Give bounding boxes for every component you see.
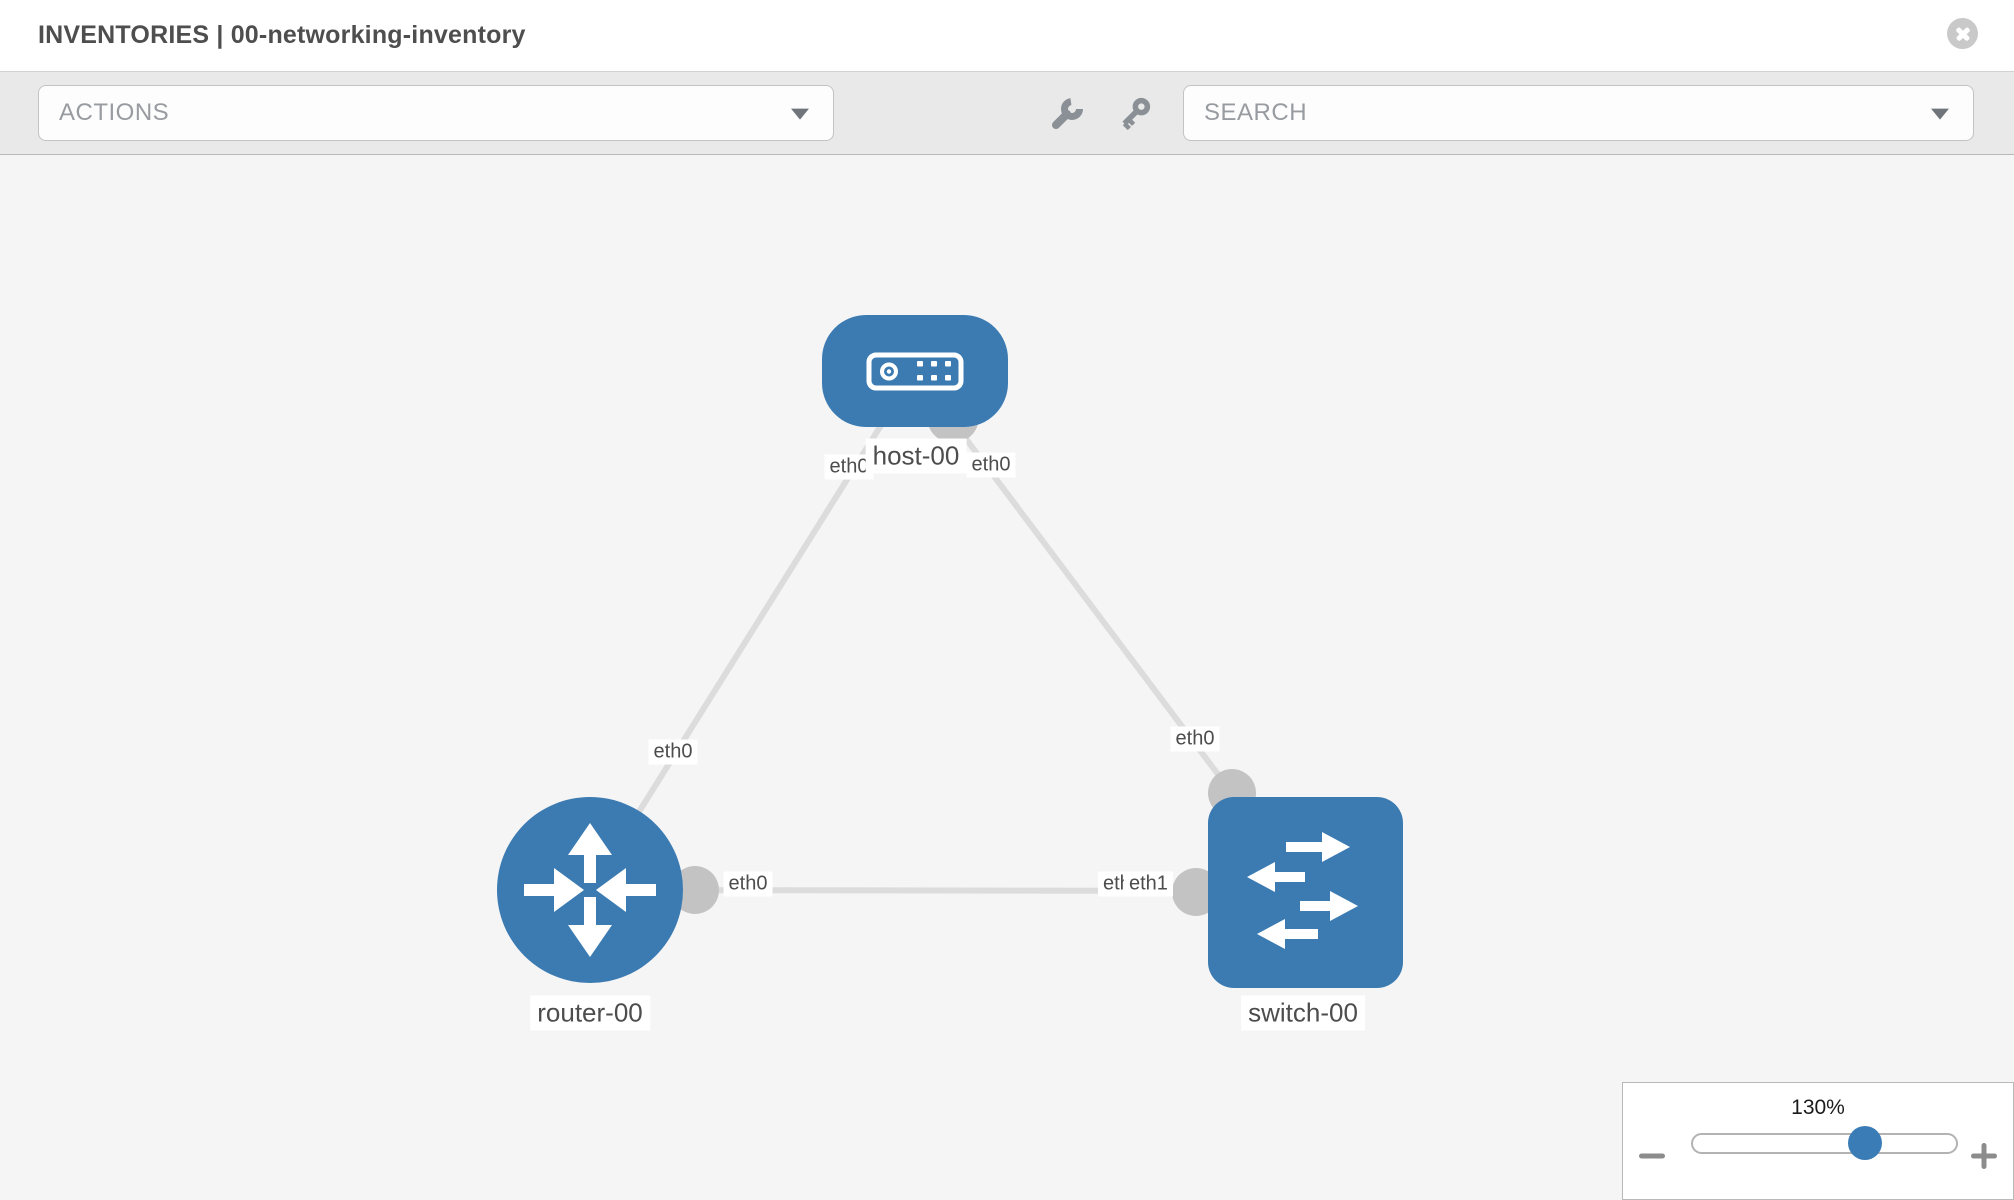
minus-icon [1639, 1153, 1665, 1159]
page-title: INVENTORIES | 00-networking-inventory [38, 21, 526, 49]
zoom-panel: 130% [1622, 1082, 2014, 1200]
iface-label-switch-eth1: eth1 [1124, 871, 1173, 897]
key-icon[interactable] [1118, 97, 1152, 131]
iface-label-router-eth0-uplink: eth0 [648, 739, 698, 765]
actions-dropdown-label: ACTIONS [59, 99, 170, 126]
host-icon [866, 352, 964, 391]
chevron-down-icon [1931, 108, 1949, 120]
zoom-in-button[interactable] [1971, 1143, 1997, 1169]
zoom-out-button[interactable] [1639, 1143, 1665, 1169]
iface-label-switch-eth0: eth0 [1170, 726, 1220, 752]
search-dropdown-label: SEARCH [1204, 99, 1308, 126]
node-label-router-00: router-00 [530, 995, 650, 1031]
switch-icon [1247, 832, 1358, 949]
titlebar: INVENTORIES | 00-networking-inventory [0, 0, 2014, 72]
zoom-slider-knob[interactable] [1848, 1126, 1882, 1160]
search-dropdown[interactable]: SEARCH [1183, 85, 1974, 141]
chevron-down-icon [791, 108, 809, 120]
iface-label-host-eth0-right: eth0 [966, 452, 1016, 478]
router-icon [524, 823, 656, 957]
link-host-switch[interactable] [912, 369, 1235, 795]
wrench-icon[interactable] [1049, 97, 1083, 131]
plus-icon [1981, 1143, 1987, 1169]
node-label-switch-00: switch-00 [1241, 995, 1365, 1031]
iface-label-host-eth0-left: eth0 [824, 454, 874, 480]
toolbar: ACTIONS SEARCH [0, 72, 2014, 155]
node-label-host-00: host-00 [865, 438, 967, 474]
zoom-slider-track[interactable] [1691, 1126, 1958, 1160]
zoom-level-value: 130% [1791, 1096, 1845, 1119]
actions-dropdown[interactable]: ACTIONS [38, 85, 834, 141]
port-router-eth0 [671, 866, 719, 914]
node-router-00[interactable] [497, 797, 683, 983]
iface-label-router-eth0: eth0 [723, 871, 773, 897]
topology-canvas[interactable]: host-00 router-00 switch-00 eth0 eth0 et… [0, 155, 2014, 1200]
node-switch-00[interactable] [1208, 797, 1403, 988]
close-button[interactable] [1947, 18, 1978, 49]
node-host-00[interactable] [822, 315, 1008, 427]
